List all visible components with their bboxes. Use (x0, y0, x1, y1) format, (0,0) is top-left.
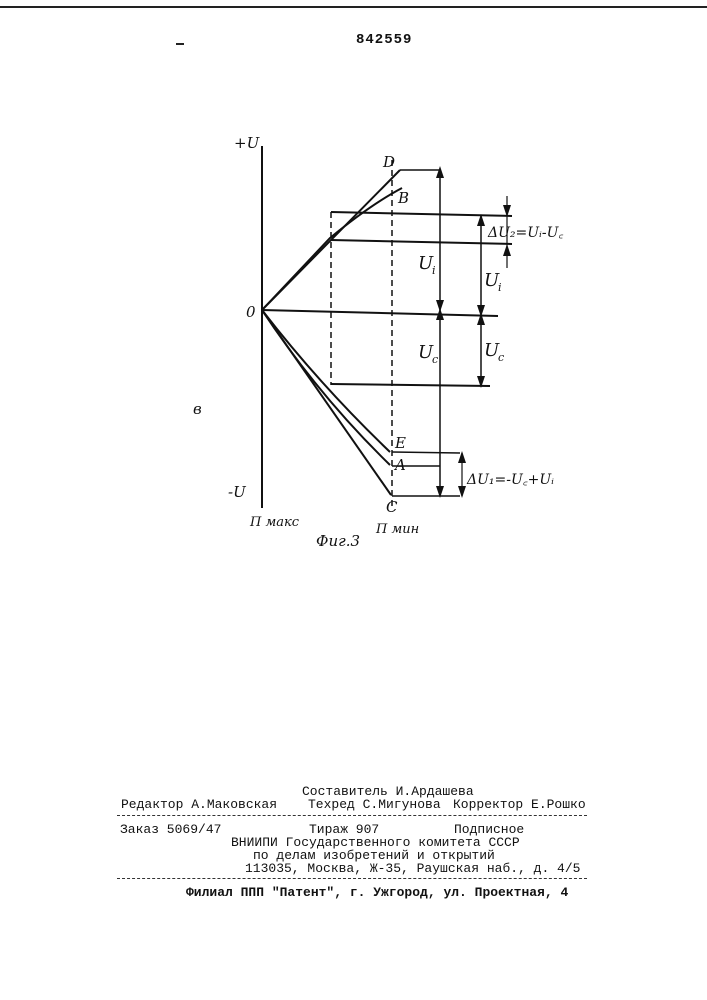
curve-oe (262, 310, 390, 452)
label-b: B (397, 189, 409, 207)
imprint-order: Заказ 5069/47 (120, 822, 221, 837)
imprint-rule-2 (117, 878, 587, 879)
level-mid (331, 240, 512, 244)
label-side-mark: в (193, 400, 202, 418)
label-delta-u2: ΔU₂=Uᵢ-U꜀ (487, 225, 563, 241)
imprint-editor: Редактор А.Маковская (121, 797, 277, 812)
label-origin: 0 (246, 303, 256, 321)
label-n-max: Π макс (249, 515, 300, 530)
imprint-address: 113035, Москва, Ж-35, Раушская наб., д. … (245, 861, 580, 876)
level-e (392, 452, 460, 453)
imprint-rule-1 (117, 815, 587, 816)
zero-line (262, 310, 498, 316)
label-d: D (382, 153, 395, 171)
label-delta-u1: ΔU₁=-U꜀+Uᵢ (466, 472, 554, 488)
label-uc-1-sub: c (432, 353, 438, 366)
curve-ob (262, 188, 402, 310)
label-e: E (394, 434, 406, 452)
label-uc-2-sub: c (498, 351, 504, 364)
label-ui-1-sub: i (432, 264, 436, 277)
label-ui-2-sub: i (498, 281, 502, 294)
line-oc (262, 310, 391, 495)
arrow-ui-top (436, 166, 444, 178)
level-low (331, 384, 490, 386)
label-n-min: Π мин (375, 522, 419, 537)
imprint-techred: Техред С.Мигунова (308, 797, 441, 812)
imprint-branch: Филиал ППП "Патент", г. Ужгород, ул. Про… (186, 885, 568, 900)
figure-caption: Фиг.3 (316, 532, 360, 550)
imprint-corrector: Корректор Е.Рошко (453, 797, 586, 812)
label-minus-u: -U (228, 483, 247, 501)
arrow-du2-bot (503, 244, 511, 256)
figure-3-diagram: +U -U 0 D B E A C Π макс Π мин в U i U i… (0, 0, 707, 620)
label-plus-u: +U (234, 134, 261, 152)
label-a: A (393, 456, 406, 474)
label-c: C (386, 498, 398, 516)
